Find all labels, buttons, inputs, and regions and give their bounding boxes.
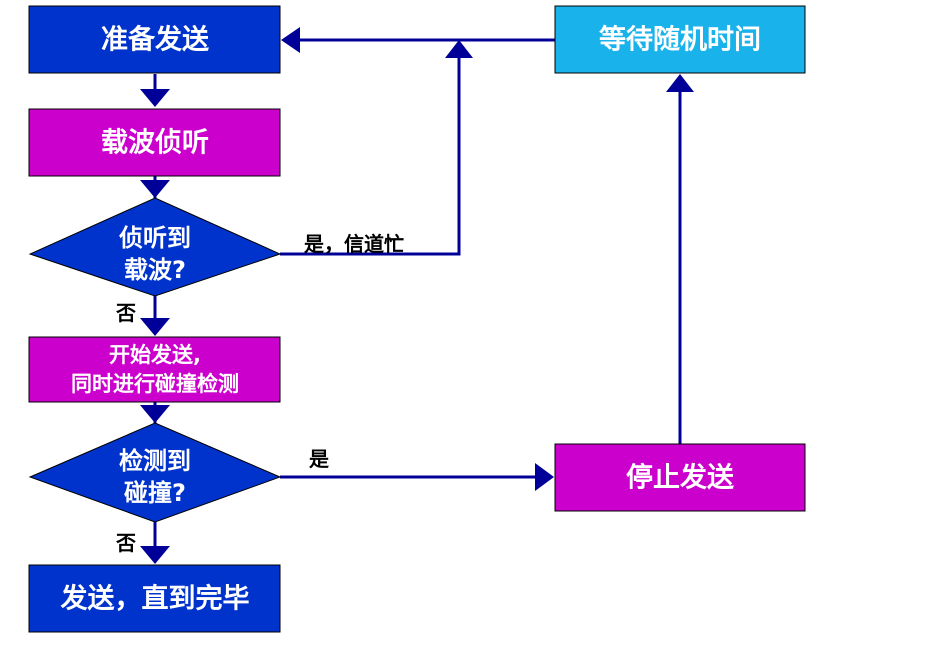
node-label-line1: 检测到 (119, 447, 191, 475)
arrowhead-down-icon (140, 405, 170, 423)
node-label: 准备发送 (101, 24, 209, 56)
node-label-line2: 同时进行碰撞检测 (71, 372, 239, 396)
node-label: 停止发送 (626, 462, 734, 494)
edge-label-no: 否 (115, 301, 136, 325)
connector-lines (153, 38, 682, 546)
arrowhead-down-icon (140, 89, 170, 107)
node-decision-collision-detected: 检测到 碰撞? (28, 422, 282, 523)
node-send-until-complete: 发送，直到完毕 (28, 564, 281, 633)
node-start-send-and-detect: 开始发送, 同时进行碰撞检测 (28, 336, 281, 403)
arrowhead-down-icon (140, 318, 170, 336)
node-label: 发送，直到完毕 (60, 583, 250, 615)
arrowhead-down-icon (140, 180, 170, 198)
node-label-line1: 侦听到 (119, 224, 191, 252)
arrowhead-up-icon (666, 74, 694, 92)
arrowhead-right-icon (535, 463, 554, 491)
node-decision-carrier-detected: 侦听到 载波? (28, 197, 282, 297)
node-stop-send: 停止发送 (554, 443, 806, 512)
edge-label-no: 否 (115, 531, 136, 555)
node-prepare-send: 准备发送 (28, 5, 281, 74)
edge-busy-loop (280, 58, 461, 256)
node-wait-random-time: 等待随机时间 (554, 5, 806, 74)
node-label-line1: 开始发送, (109, 343, 201, 367)
arrowhead-up-icon (445, 40, 473, 58)
arrowhead-left-icon (281, 27, 300, 53)
arrowhead-down-icon (140, 546, 170, 564)
node-label: 载波侦听 (101, 128, 209, 159)
node-label-line2: 载波? (124, 256, 186, 284)
arrowheads (140, 27, 694, 564)
node-label-line2: 碰撞? (124, 479, 186, 507)
edge-label-yes: 是 (308, 447, 329, 471)
node-label: 等待随机时间 (599, 24, 761, 56)
node-carrier-sense: 载波侦听 (28, 108, 281, 177)
edge-label-busy: 是，信道忙 (303, 232, 404, 256)
